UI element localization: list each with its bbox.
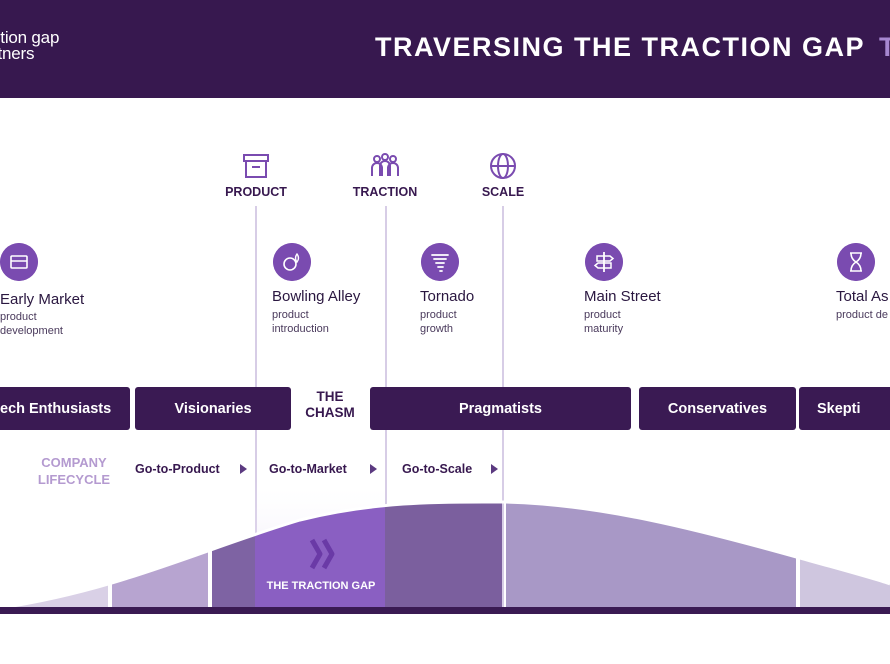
- stage-label-product: PRODUCT: [225, 185, 287, 199]
- title-accent: TH: [879, 32, 890, 62]
- segment-tech-enthusiasts: ech Enthusiasts: [0, 387, 130, 430]
- phase-title-tornado: Tornado: [420, 288, 475, 305]
- people-icon: [371, 153, 399, 176]
- tools-icon: [0, 243, 38, 281]
- segment-conservatives: Conservatives: [639, 387, 796, 430]
- signpost-icon: [585, 243, 623, 281]
- adoption-bell-curve: [0, 480, 890, 614]
- arrow-right-icon: [240, 464, 247, 474]
- traction-gap-label: THE TRACTION GAP: [266, 580, 376, 592]
- curve-outline: [0, 500, 890, 610]
- phase-sub-main-street-1: product: [584, 309, 621, 321]
- curve-band-early-adopters: [112, 501, 208, 610]
- lifecycle-step-go-to-market: Go-to-Market: [269, 462, 347, 476]
- arrow-right-icon: [491, 464, 498, 474]
- curve-band-innovators: [0, 501, 108, 610]
- chasm-line-2: CHASM: [305, 405, 355, 420]
- header-bar: ction gap rtners TRAVERSING THE TRACTION…: [0, 0, 890, 98]
- company-logo: ction gap rtners: [0, 28, 60, 63]
- lifecycle-step-go-to-scale: Go-to-Scale: [402, 462, 473, 476]
- phase-title-early-market: Early Market: [0, 291, 85, 308]
- lifecycle-label-line-1: COMPANY: [41, 455, 107, 470]
- phase-sub-early-market-1: product: [0, 311, 37, 323]
- chasm-line-1: THE: [316, 389, 344, 404]
- curve-band-laggards: [800, 501, 890, 610]
- lifecycle-step-go-to-product: Go-to-Product: [135, 462, 220, 476]
- phase-title-total-assimilation: Total As: [836, 288, 889, 305]
- box-icon: [243, 154, 269, 178]
- phase-sub-early-market-2: development: [0, 325, 63, 337]
- segment-pragmatists: Pragmatists: [370, 387, 631, 430]
- phase-sub-tornado-1: product: [420, 309, 457, 321]
- segment-skeptics: Skepti: [799, 387, 890, 430]
- page-title: TRAVERSING THE TRACTION GAP TH: [375, 32, 890, 63]
- stage-label-scale: SCALE: [481, 185, 525, 199]
- phase-title-main-street: Main Street: [584, 288, 661, 305]
- logo-line-1: ction gap: [0, 28, 60, 47]
- title-main: TRAVERSING THE TRACTION GAP: [375, 32, 866, 62]
- phase-sub-main-street-2: maturity: [584, 323, 624, 335]
- phase-sub-tornado-2: growth: [420, 323, 454, 335]
- company-lifecycle-label: COMPANY LIFECYCLE: [28, 454, 120, 488]
- phase-sub-bowling-alley-1: product: [272, 309, 309, 321]
- curve-band-visionaries: [212, 501, 255, 610]
- segment-visionaries: Visionaries: [135, 387, 291, 430]
- phase-title-bowling-alley: Bowling Alley: [272, 288, 361, 305]
- stage-label-traction: TRACTION: [352, 185, 418, 199]
- double-chevron-icon: [309, 538, 335, 570]
- logo-line-2: rtners: [0, 44, 35, 63]
- arrow-right-icon: [370, 464, 377, 474]
- phase-sub-total-assimilation-1: product de: [836, 309, 888, 321]
- baseline-bar: [0, 607, 890, 614]
- lifecycle-label-line-2: LIFECYCLE: [37, 472, 111, 487]
- tornado-icon: [421, 243, 459, 281]
- phase-sub-bowling-alley-2: introduction: [272, 323, 329, 335]
- globe-icon: [490, 153, 516, 179]
- chasm-label: THE CHASM: [293, 389, 367, 421]
- bowling-icon: [273, 243, 311, 281]
- hourglass-icon: [837, 243, 875, 281]
- curve-band-early-majority: [385, 501, 502, 610]
